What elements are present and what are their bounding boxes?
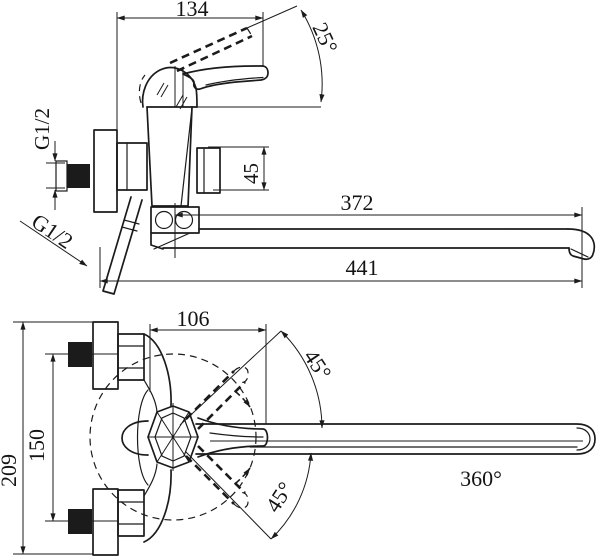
dim-handle-angle: 25°: [197, 5, 343, 108]
spout-plan: [195, 423, 596, 455]
swing-circle: [89, 353, 257, 521]
inlet-thread-top: [68, 342, 92, 367]
wall-plate-side: [93, 129, 118, 213]
cap-plan: [121, 420, 149, 456]
dim-outlet-height-label: 45: [239, 163, 263, 184]
plan-view: 209 150: [0, 306, 596, 556]
wall-plate-bottom: [92, 488, 119, 556]
dim-swing-lower: 45°: [185, 451, 314, 540]
thread-label-shower-outlet: G1/2: [19, 208, 88, 267]
wall-plates-plan: [68, 321, 145, 556]
dim-handle-width-label: 134: [176, 0, 209, 21]
dim-swing-lower-label: 45°: [260, 477, 298, 516]
dim-outlet-height: 45: [208, 146, 269, 191]
union-nut-top: [117, 333, 145, 381]
thread-label-wall-inlet: G1/2: [30, 108, 65, 210]
spout-side: [150, 203, 596, 261]
spout-tip: [567, 228, 596, 261]
faucet-body-plan: [121, 333, 199, 543]
dim-inlet-centers: 150: [24, 353, 118, 522]
dim-inlet-centers-label: 150: [24, 429, 49, 462]
handle-swing-dashed: [89, 353, 257, 521]
dim-swing-upper: 45°: [179, 330, 337, 429]
dim-spout-reach: 372: [174, 190, 583, 288]
handle-raised-dashed: [169, 26, 253, 73]
inlet-locknut: [55, 160, 68, 192]
wall-inlet-thread-label: G1/2: [30, 108, 54, 150]
dim-body-depth-label: 106: [177, 306, 210, 331]
union-nut-bottom: [117, 489, 145, 537]
cartridge-dome: [141, 66, 198, 108]
dim-spout-reach-label: 372: [341, 190, 374, 215]
handle-closed: [182, 65, 269, 91]
union-nut-left: [116, 142, 148, 191]
shower-hose: [102, 196, 143, 295]
union-nut-right: [196, 147, 221, 194]
shower-outlet-thread-label: G1/2: [27, 208, 77, 253]
dim-overall-height-label: 209: [0, 454, 21, 487]
dim-overall-length: 441: [99, 247, 583, 288]
dim-overall-height: 209: [0, 321, 93, 555]
dim-body-depth: 106: [149, 306, 267, 424]
wall-inlet-assembly: [55, 129, 118, 213]
dim-handle-angle-label: 25°: [307, 19, 343, 57]
dim-overall-length-label: 441: [346, 255, 379, 280]
inlet-thread-bottom: [68, 509, 92, 534]
dim-swing-upper-label: 45°: [299, 345, 337, 385]
inlet-thread: [67, 164, 90, 188]
handle-plan: [197, 417, 269, 458]
dim-spout-swivel-label: 360°: [460, 466, 502, 491]
side-view: 134 25° G1/2: [19, 0, 596, 295]
